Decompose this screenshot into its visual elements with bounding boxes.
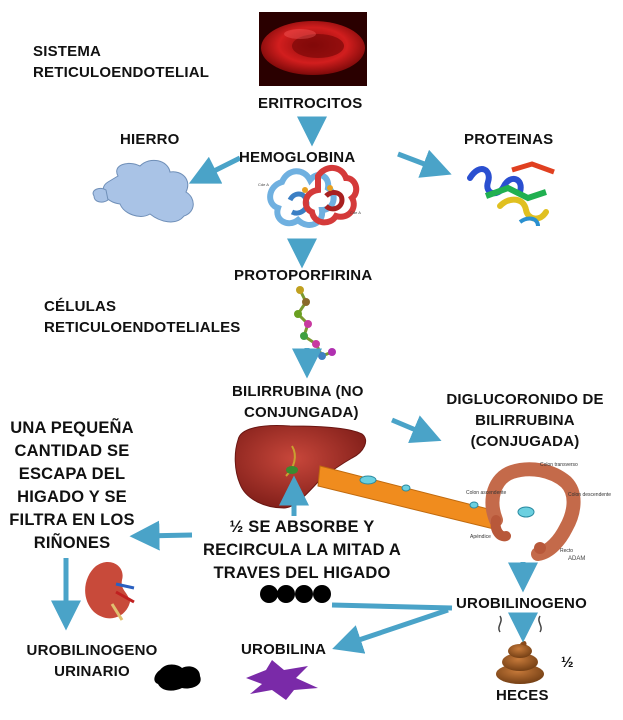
label-half: ½ — [561, 654, 574, 671]
label-hemoglobina: HEMOGLOBINA — [239, 149, 356, 166]
colon-caption-ascendente: Colon ascendente — [466, 490, 507, 496]
recirculation-line — [331, 602, 453, 611]
kidney-image — [85, 561, 135, 621]
hemo-caption-2: Cde A — [350, 210, 361, 215]
label-heces: HECES — [496, 687, 549, 704]
hemoglobin-image — [267, 165, 360, 228]
iron-shape — [92, 159, 194, 223]
colon-caption-transverso: Colon transverso — [540, 462, 578, 468]
protoporphyrin-image — [294, 286, 336, 360]
label-urobilina: UROBILINA — [241, 641, 327, 658]
urobilina-star — [246, 660, 318, 700]
colon-caption-descendente: Colon descendente — [568, 492, 612, 498]
feces-image — [496, 615, 544, 684]
flow-arrows — [51, 116, 538, 654]
label-urobilinogeno: UROBILINOGENO — [456, 595, 587, 612]
hemo-caption-1: Cde A — [258, 182, 269, 187]
label-hierro: HIERRO — [120, 131, 180, 148]
erythrocyte-image — [259, 12, 367, 86]
label-proteinas: PROTEINAS — [464, 131, 554, 148]
protein-image — [467, 161, 555, 227]
colon-caption-apendice: Apéndice — [470, 534, 491, 540]
colon-caption-recto: Recto — [560, 548, 574, 554]
liver-image — [234, 425, 367, 509]
black-blobs — [154, 585, 331, 691]
colon-image — [485, 462, 581, 561]
label-protoporfirina: PROTOPORFIRINA — [234, 267, 373, 284]
adam-credit: ADAM — [568, 556, 586, 562]
label-eritrocitos: ERITROCITOS — [258, 95, 363, 112]
